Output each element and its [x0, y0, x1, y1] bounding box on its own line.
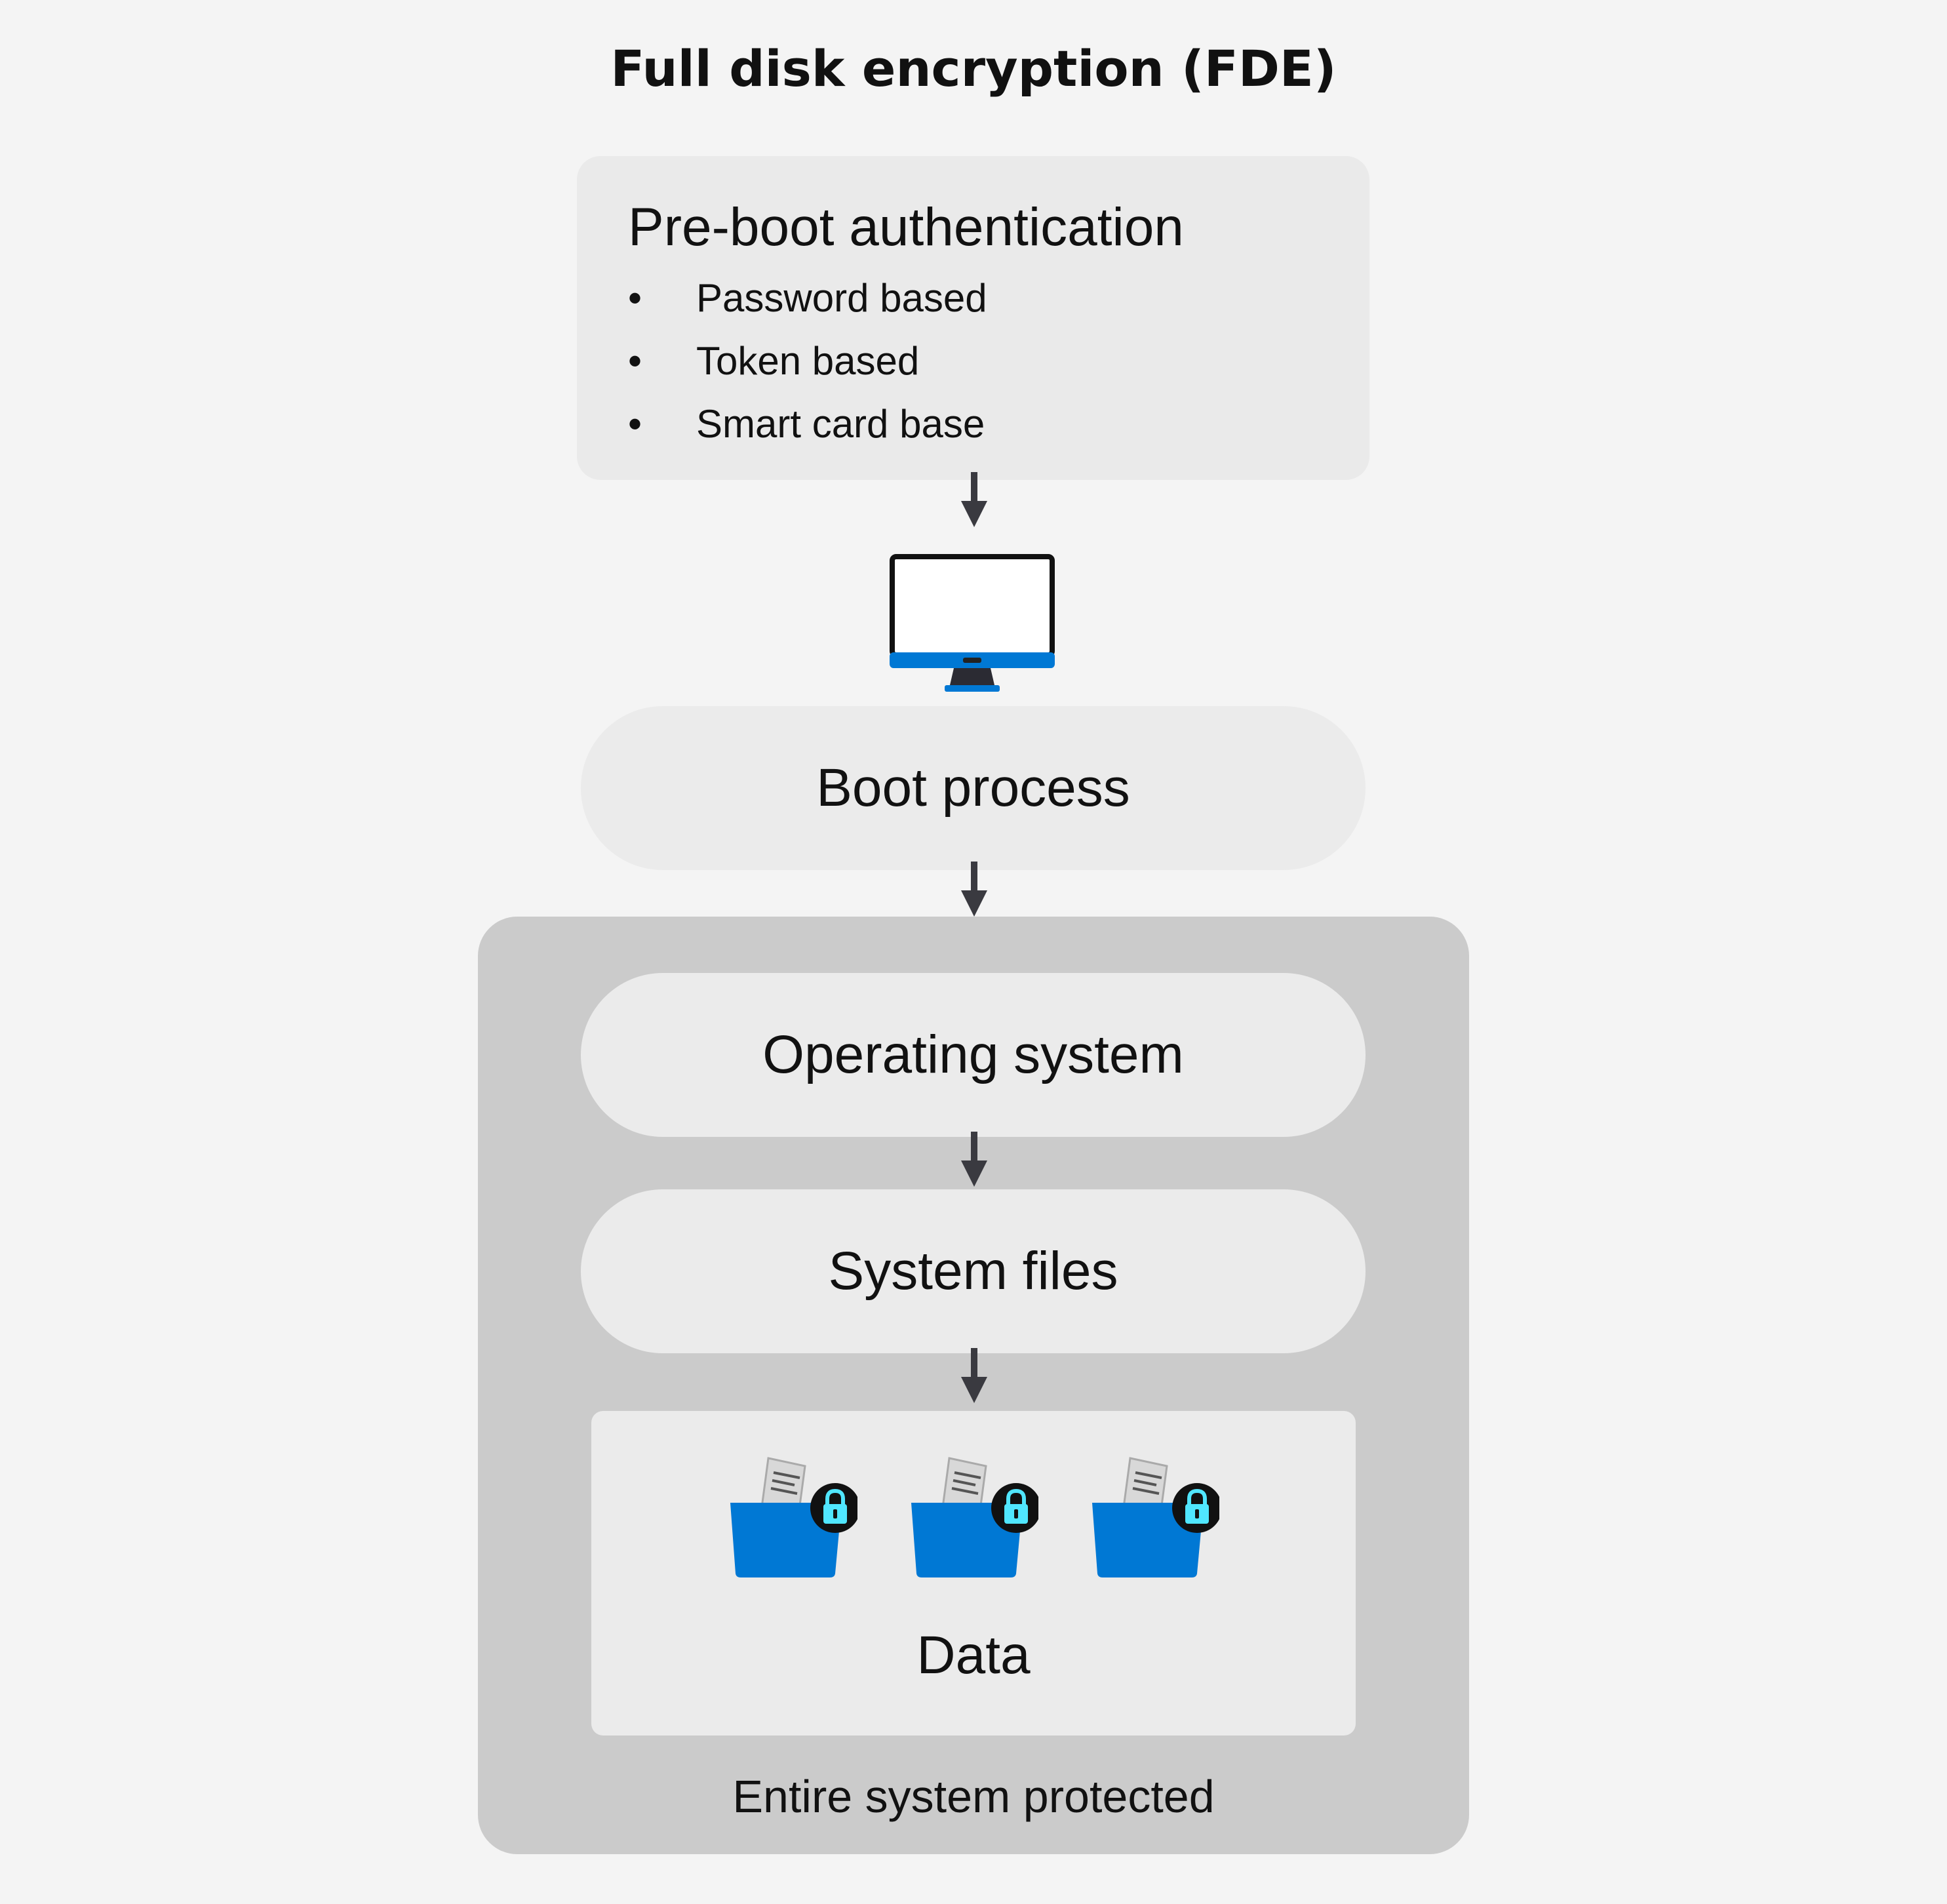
bullet-marker: • — [628, 339, 642, 383]
arrow-down-icon — [961, 862, 987, 917]
data-label: Data — [916, 1625, 1031, 1685]
locked-folder-icon — [911, 1457, 1038, 1577]
preboot-item-smartcard: • Smart card base — [628, 401, 985, 446]
operating-system-pill: Operating system — [581, 973, 1366, 1137]
preboot-item-token: • Token based — [628, 338, 919, 384]
preboot-item-label: Password based — [696, 276, 987, 320]
system-files-pill: System files — [581, 1189, 1366, 1353]
preboot-item-password: • Password based — [628, 275, 987, 321]
arrow-down-icon — [961, 1348, 987, 1403]
bullet-marker: • — [628, 276, 642, 320]
arrow-down-icon — [961, 472, 987, 527]
monitor-icon — [890, 554, 1055, 692]
bullet-marker: • — [628, 402, 642, 446]
locked-folder-icon — [730, 1457, 857, 1577]
preboot-item-label: Token based — [696, 339, 920, 383]
entire-system-protected-label: Entire system protected — [732, 1771, 1215, 1822]
preboot-heading: Pre-boot authentication — [628, 197, 1184, 257]
locked-folder-icon — [1092, 1457, 1219, 1577]
arrow-down-icon — [961, 1132, 987, 1187]
preboot-authentication-box — [577, 156, 1369, 480]
preboot-item-label: Smart card base — [696, 402, 985, 446]
diagram-title: Full disk encryption (FDE) — [610, 39, 1337, 98]
boot-process-pill: Boot process — [581, 706, 1366, 870]
